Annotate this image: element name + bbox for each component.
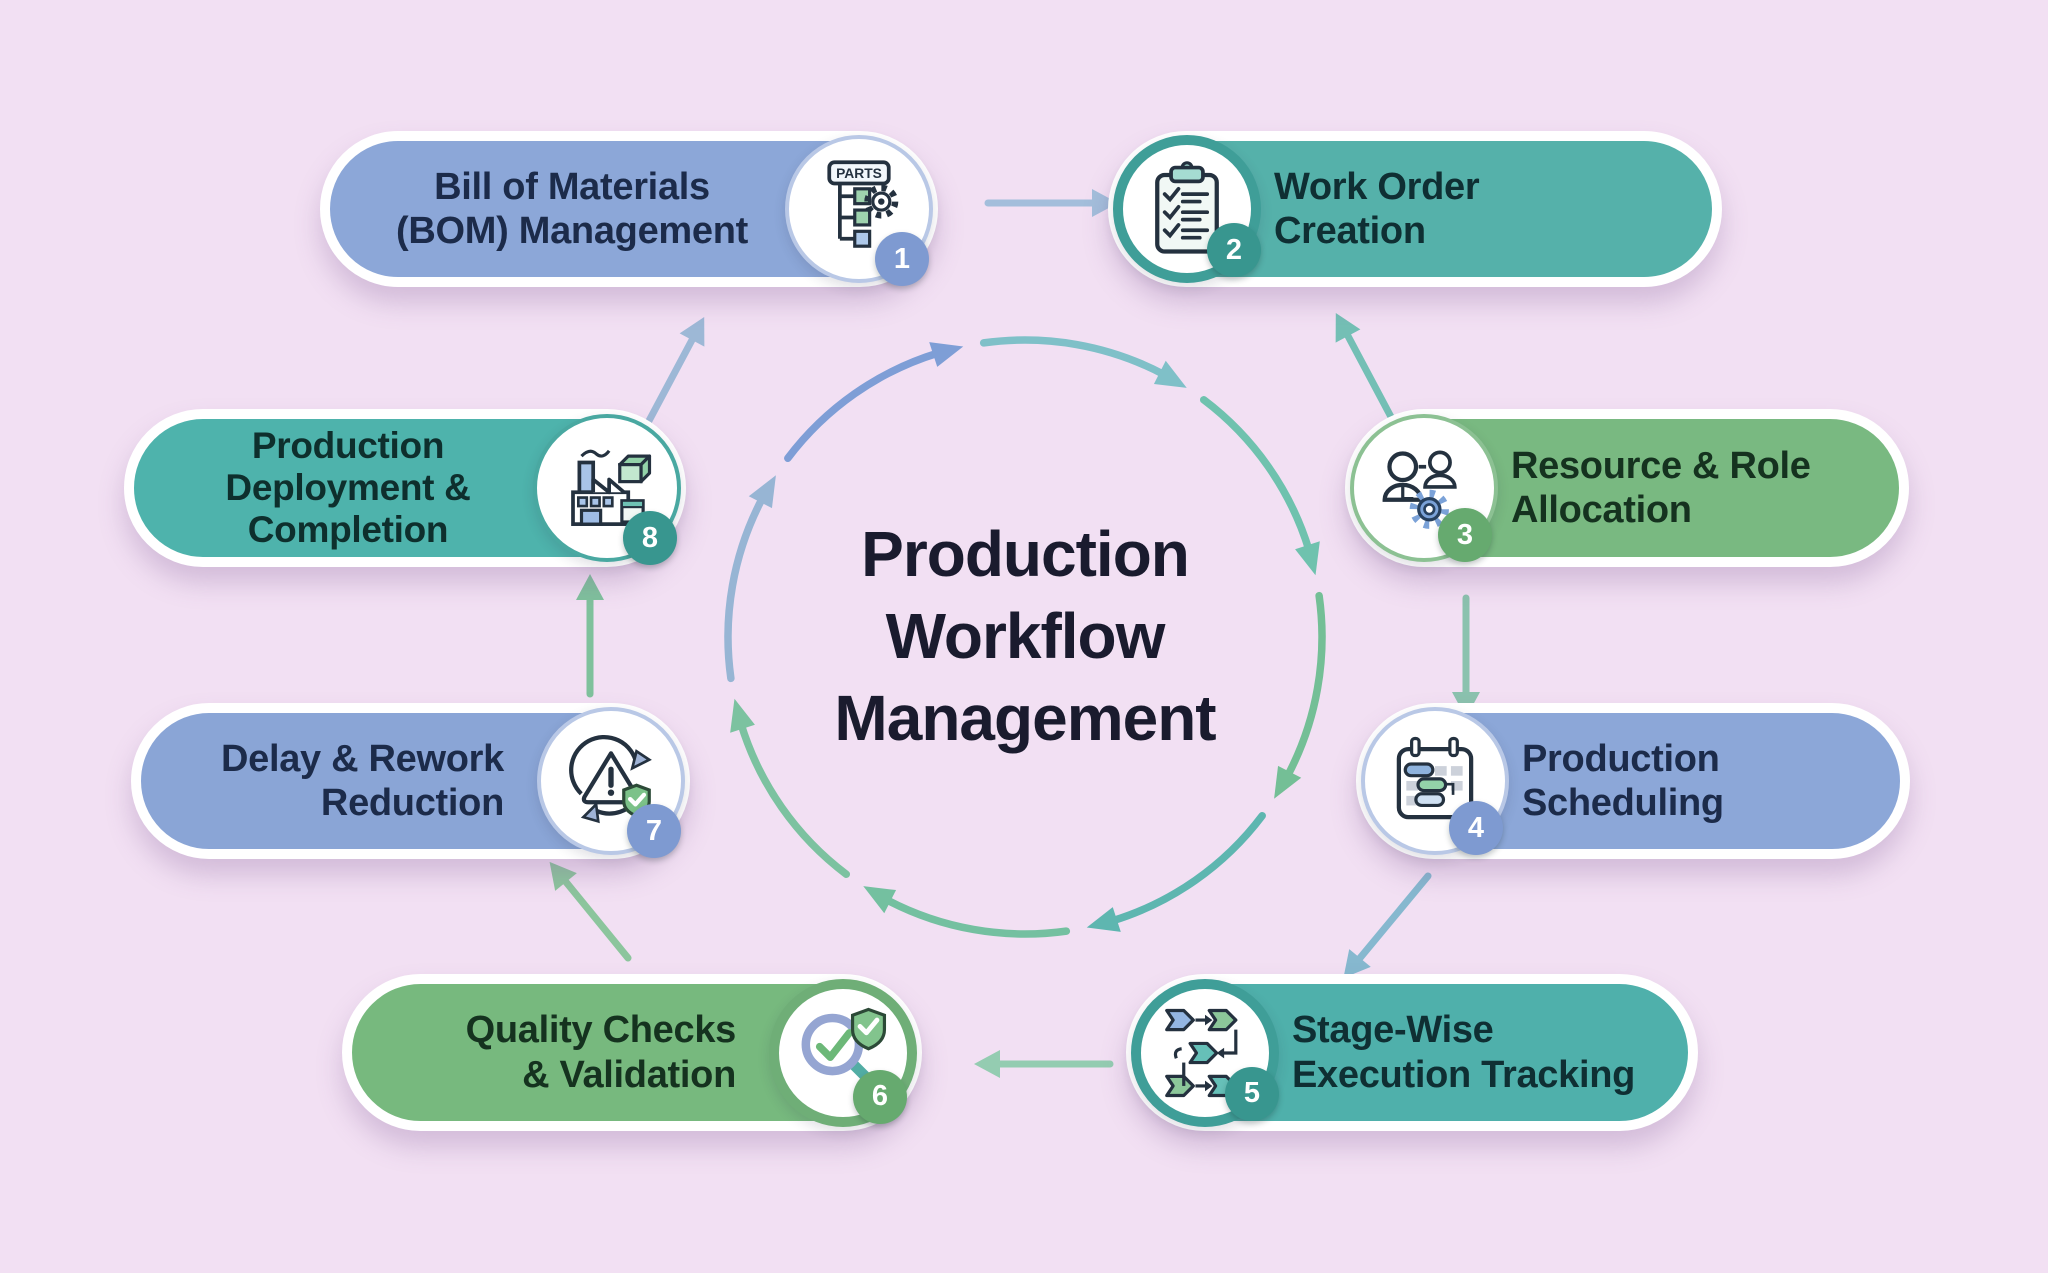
pill-label: Quality Checks & Validation: [352, 1008, 762, 1097]
bom-parts-tree-icon: PARTS: [827, 160, 899, 248]
icon-circle: 8: [533, 414, 681, 565]
pill-label-line: Bill of Materials: [434, 165, 710, 208]
pill-quality-checks-validation: Quality Checks & Validation 6: [342, 974, 922, 1131]
step-badge: 4: [1449, 801, 1503, 855]
team-gear-icon: [1382, 450, 1457, 529]
title-line: Management: [834, 681, 1216, 754]
pill-label-line: (BOM) Management: [396, 210, 748, 252]
icon-circle: PARTS 1: [785, 135, 933, 286]
title-line: Workflow: [885, 600, 1166, 673]
ring-arrowhead: [863, 886, 897, 914]
pill-label-line: Work Order: [1274, 165, 1480, 208]
pill-label: Production Deployment & Completion: [134, 425, 526, 550]
ring-arrowhead: [1274, 765, 1302, 799]
icon-circle: 7: [537, 707, 685, 858]
pill-label-line: Quality Checks: [465, 1009, 737, 1052]
connector-arrowhead: [576, 574, 604, 600]
ring-arc: [784, 349, 942, 463]
ring-arc: [881, 895, 1071, 938]
connector-arrowhead: [1335, 313, 1361, 343]
ring-arrowhead: [1295, 541, 1320, 576]
step-badge: 7: [627, 804, 681, 858]
ring-arrowhead: [1153, 360, 1187, 388]
pill-label-line: Execution Tracking: [1292, 1053, 1636, 1096]
connector-line: [1356, 872, 1432, 962]
ring-arc: [979, 336, 1169, 379]
connector-arrowhead: [1092, 189, 1118, 217]
pill-label-line: Resource & Role: [1511, 444, 1811, 487]
title-line: Production: [861, 518, 1190, 591]
pill-label: Production Scheduling: [1522, 737, 1900, 826]
pill-label: Bill of Materials (BOM) Management: [330, 165, 778, 254]
pill-resource-role-allocation: 3 Resource & Role Allocation: [1345, 409, 1909, 567]
ring-arrowhead: [1086, 907, 1121, 932]
pill-delay-rework-reduction: Delay & Rework Reduction 7: [131, 703, 690, 859]
calendar-plan-icon: [1396, 736, 1474, 820]
step-badge: 8: [623, 511, 677, 565]
pill-stage-wise-tracking: 5 Stage-Wise Execution Tracking: [1126, 974, 1698, 1131]
pill-label: Stage-Wise Execution Tracking: [1292, 1008, 1688, 1097]
magnifier-check-shield-icon: [801, 1007, 887, 1089]
step-badge: 1: [875, 232, 929, 286]
connector-arrowhead: [679, 317, 705, 347]
icon-circle: 4: [1361, 707, 1509, 855]
pill-label: Work Order Creation: [1274, 165, 1712, 254]
ring-arc: [724, 493, 767, 683]
page-title: Production Workflow Management: [834, 514, 1216, 760]
pill-label-line: Deployment &: [225, 467, 471, 509]
ring-arc: [737, 720, 851, 878]
step-badge: 5: [1225, 1066, 1279, 1121]
pill-work-order-creation: 2 Work Order Creation: [1108, 131, 1722, 287]
pill-label-line: Delay & Rework: [220, 737, 504, 780]
pill-label: Resource & Role Allocation: [1511, 444, 1899, 533]
connector-line: [562, 878, 632, 962]
step-badge: 3: [1438, 508, 1492, 562]
connector-arrowhead: [549, 861, 577, 891]
icon-circle: 3: [1350, 414, 1498, 562]
pill-label-line: Scheduling: [1522, 782, 1724, 824]
pill-production-scheduling: 4 Production Scheduling: [1356, 703, 1910, 859]
clipboard-checklist-icon: [1155, 161, 1219, 254]
connector-arrowhead: [974, 1050, 1000, 1078]
pill-label-line: Production: [251, 425, 445, 467]
ring-arrowhead: [929, 342, 964, 367]
icon-circle: 5: [1131, 978, 1279, 1127]
pill-label: Delay & Rework Reduction: [141, 737, 530, 826]
ring-arc: [1108, 811, 1266, 925]
icon-circle: 2: [1113, 135, 1261, 283]
pill-label-line: & Validation: [522, 1053, 736, 1096]
icon-circle: 6: [769, 978, 917, 1127]
step-badge: 6: [853, 1069, 907, 1124]
pill-bill-of-materials: Bill of Materials (BOM) Management PARTS…: [320, 131, 938, 287]
ring-arrowhead: [748, 475, 776, 509]
factory-shipment-icon: [571, 449, 652, 526]
step-badge: 2: [1207, 223, 1261, 277]
ring-arc: [1199, 396, 1313, 554]
pill-label-line: Creation: [1274, 210, 1426, 252]
ring-arrowhead: [730, 698, 755, 733]
connector-arrowhead: [1343, 949, 1371, 979]
pill-production-deployment-completion: Production Deployment & Completion 8: [124, 409, 686, 567]
ring-arc: [1283, 591, 1326, 781]
pill-label-line: Completion: [247, 508, 449, 550]
pill-label-line: Reduction: [320, 782, 504, 824]
svg-text:PARTS: PARTS: [836, 165, 882, 181]
pill-label-line: Stage-Wise: [1292, 1009, 1494, 1052]
pill-label-line: Allocation: [1511, 489, 1692, 531]
pill-label-line: Production: [1522, 737, 1720, 780]
